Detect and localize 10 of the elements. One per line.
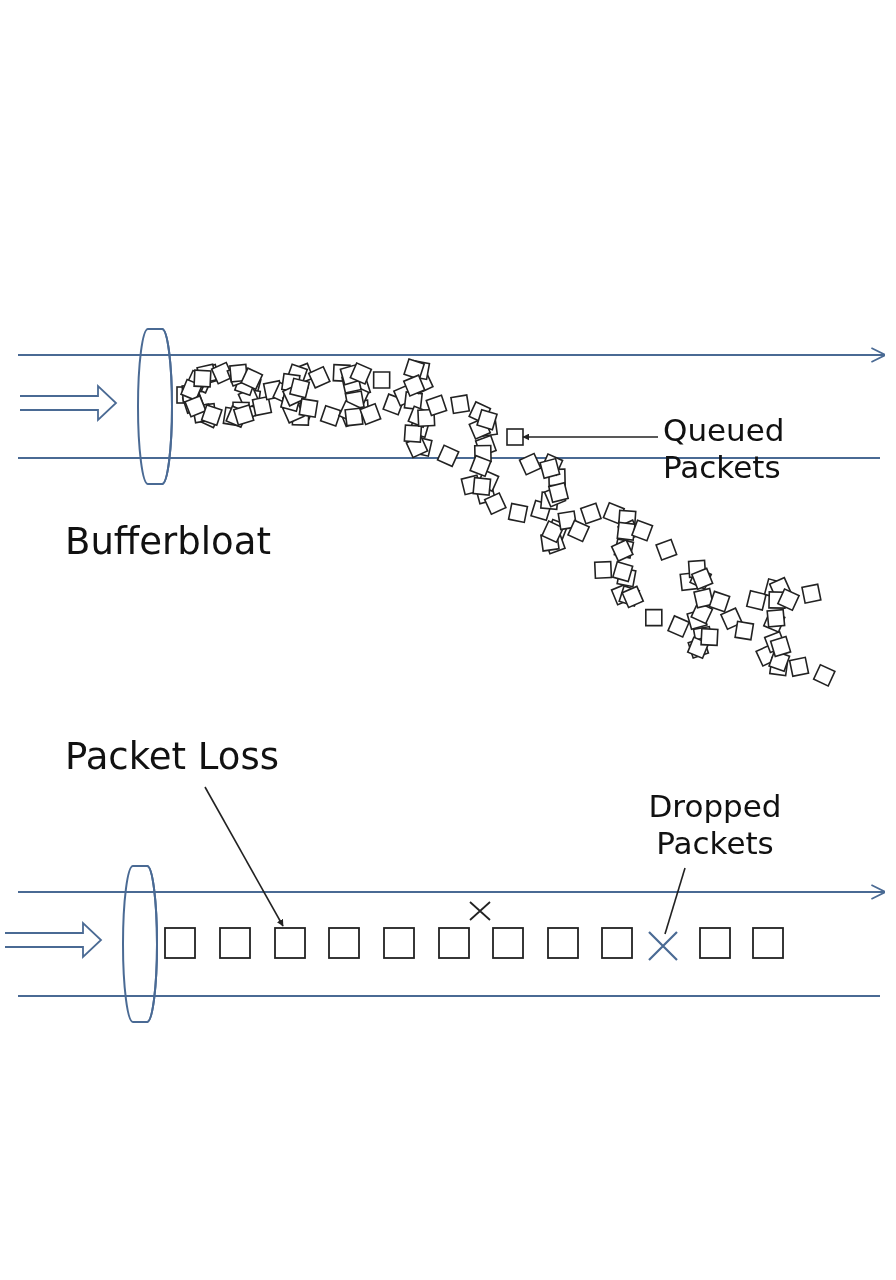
cross-mark [647,930,679,962]
leader-line [664,867,686,935]
section-heading: Bufferbloat [65,520,271,565]
callout-label: Queued Packets [663,412,786,487]
callout-label: Packet Loss [65,735,279,780]
leader-line [522,433,659,441]
callout-label: Dropped Packets [647,788,783,863]
leader-line [204,786,284,927]
packet [274,927,306,959]
packet [506,428,524,446]
